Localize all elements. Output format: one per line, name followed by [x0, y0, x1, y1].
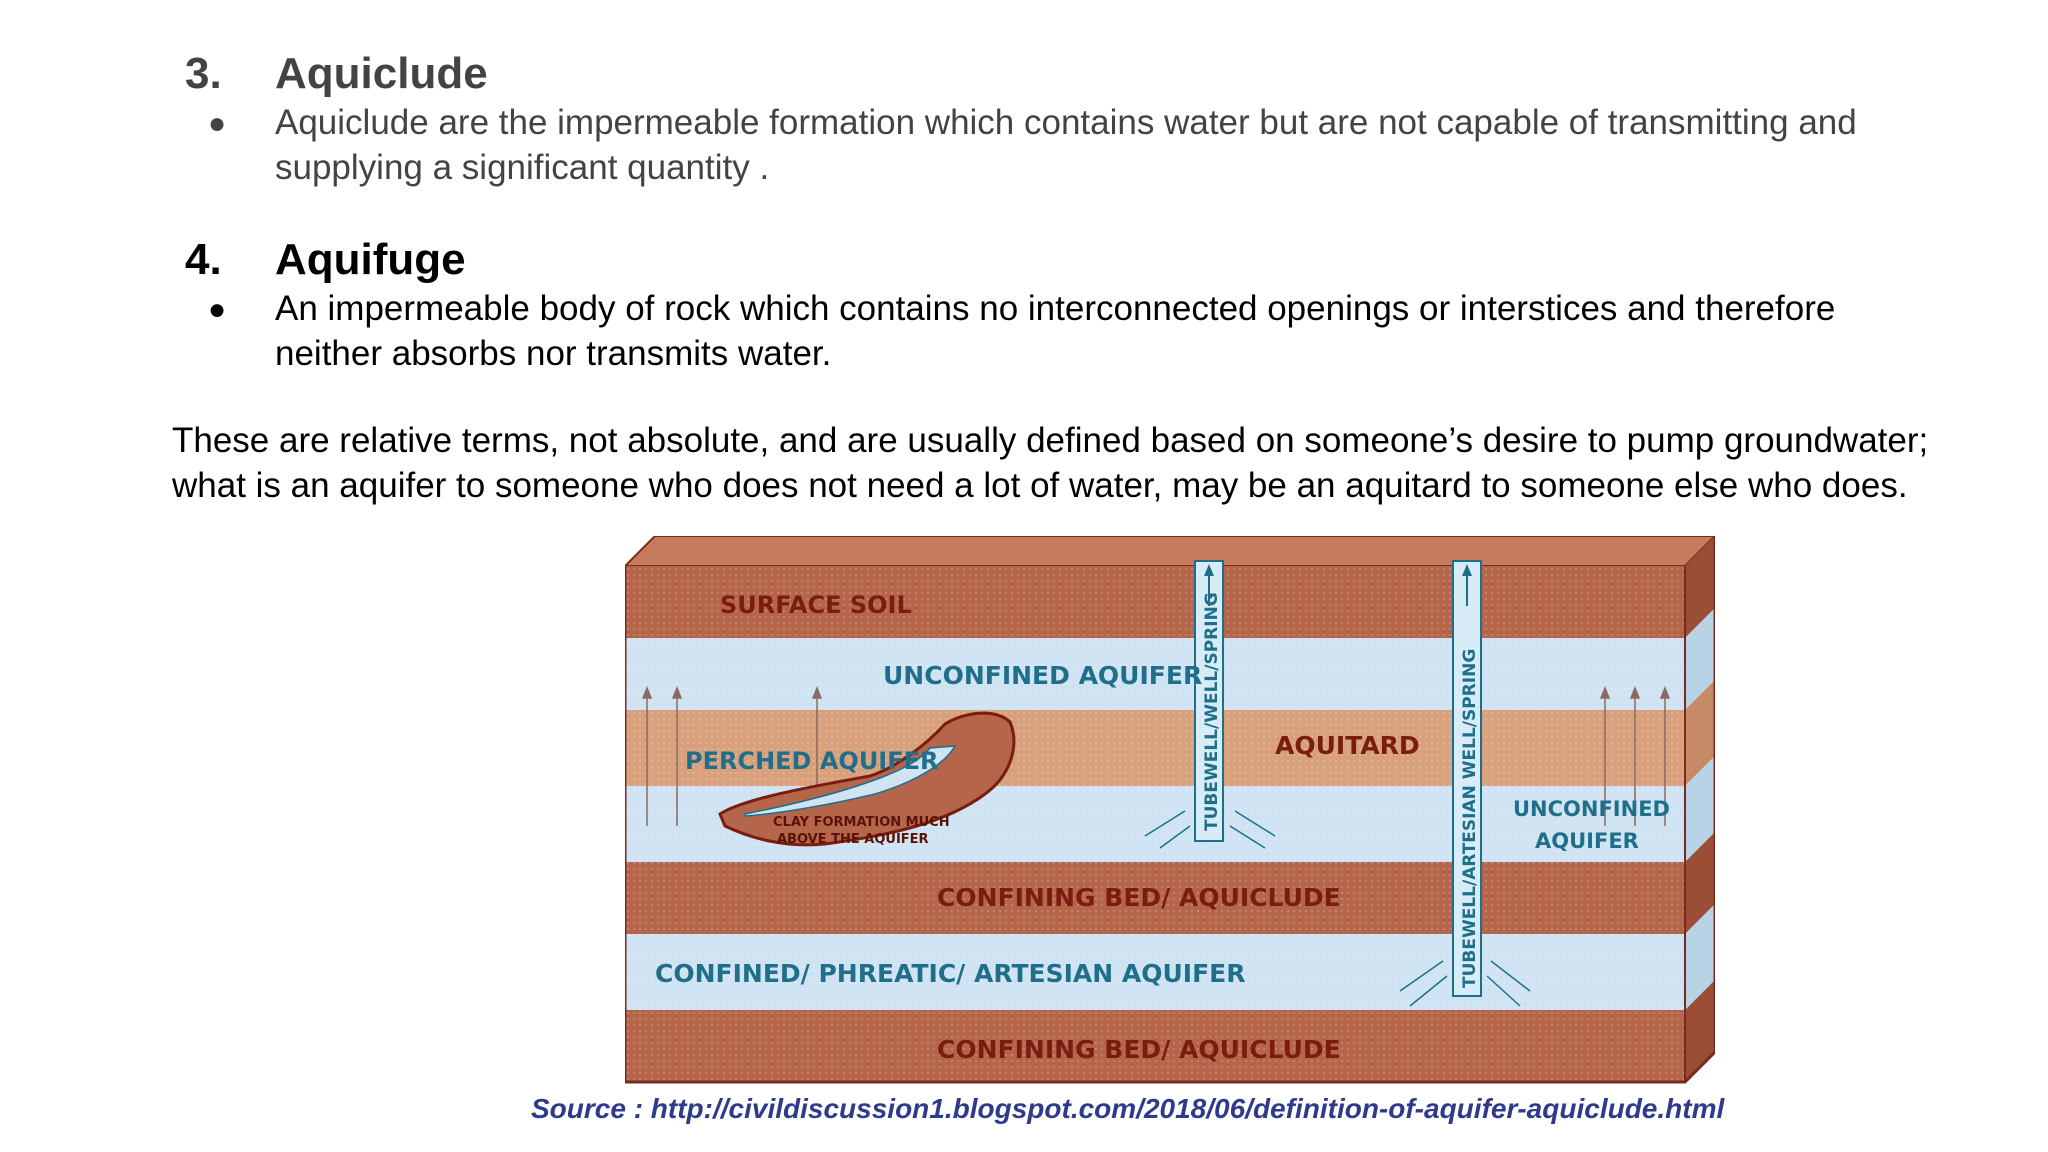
- well-2-icon: [1452, 560, 1482, 997]
- right-face-aquitard: [1685, 680, 1715, 786]
- section-4-text: An impermeable body of rock which contai…: [275, 289, 1836, 373]
- right-face-confined: [1685, 904, 1715, 1010]
- seepage-arrows: [641, 685, 1671, 826]
- right-face-aquifer-2: [1685, 756, 1715, 862]
- aquifer-diagram: SURFACE SOIL UNCONFINED AQUIFER PERCHED …: [625, 536, 1715, 1084]
- label-clay-line2: ABOVE THE AQUIFER: [777, 832, 929, 847]
- label-clay-line1: CLAY FORMATION MUCH: [773, 815, 950, 830]
- well-1-arrow-head: [1204, 564, 1214, 576]
- right-face-soil: [1685, 536, 1715, 638]
- section-4-bullet-icon: ●: [208, 293, 227, 326]
- section-3-title: Aquiclude: [275, 49, 488, 98]
- label-well-2: TUBEWELL/ARTESIAN WELL/SPRING: [1460, 649, 1480, 988]
- label-confining-bed-2: CONFINING BED/ AQUICLUDE: [937, 1035, 1341, 1064]
- section-3-bullet-icon: ●: [208, 107, 227, 140]
- clay-lens: [718, 711, 1016, 847]
- right-face-bed-2: [1685, 980, 1715, 1082]
- label-perched-aquifer: PERCHED AQUIFER: [685, 747, 939, 775]
- section-3-text: Aquiclude are the impermeable formation …: [275, 103, 1857, 187]
- label-confined-aquifer: CONFINED/ PHREATIC/ ARTESIAN AQUIFER: [655, 959, 1246, 988]
- well-2-arrow-head: [1462, 564, 1472, 576]
- relative-terms-paragraph: These are relative terms, not absolute, …: [172, 421, 1929, 505]
- block-top-face: [625, 536, 1715, 567]
- label-unconfined-right-2: AQUIFER: [1535, 829, 1639, 853]
- section-4-number: 4.: [185, 235, 222, 284]
- right-face-aquifer: [1685, 608, 1715, 710]
- label-confining-bed-1: CONFINING BED/ AQUICLUDE: [937, 883, 1341, 912]
- well-inflow-arrows: [1144, 810, 1531, 1007]
- label-surface-soil: SURFACE SOIL: [720, 591, 912, 619]
- section-3-number: 3.: [185, 49, 222, 98]
- label-well-1: TUBEWELL/WELL/SPRING: [1202, 592, 1222, 831]
- right-face-bed-1: [1685, 832, 1715, 934]
- perched-water: [744, 745, 957, 817]
- label-unconfined-aquifer: UNCONFINED AQUIFER: [883, 661, 1202, 690]
- label-aquitard: AQUITARD: [1275, 731, 1420, 760]
- section-4-title: Aquifuge: [275, 235, 466, 284]
- well-1-icon: [1194, 560, 1224, 842]
- source-citation: Source : http://civildiscussion1.blogspo…: [531, 1093, 1725, 1124]
- label-unconfined-right-1: UNCONFINED: [1513, 797, 1670, 821]
